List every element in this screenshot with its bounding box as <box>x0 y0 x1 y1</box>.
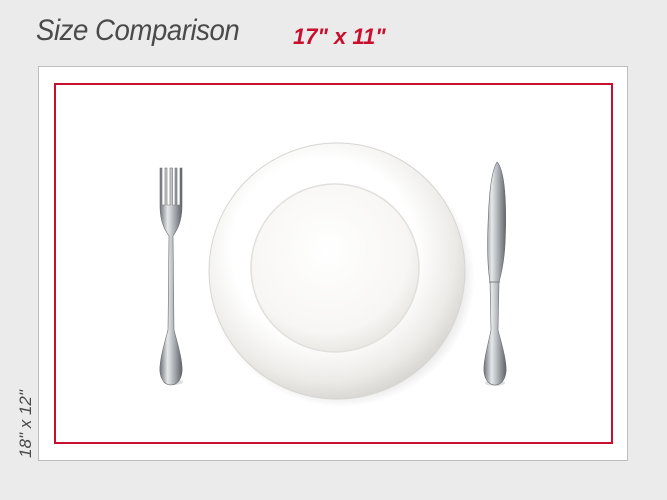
small-size-label: 17" x 11" <box>293 24 386 49</box>
small-placemat-outline <box>54 83 613 444</box>
plate-icon <box>208 142 475 407</box>
fork-icon <box>159 167 183 386</box>
page-title: Size Comparison <box>36 14 240 47</box>
knife-icon <box>483 161 507 386</box>
